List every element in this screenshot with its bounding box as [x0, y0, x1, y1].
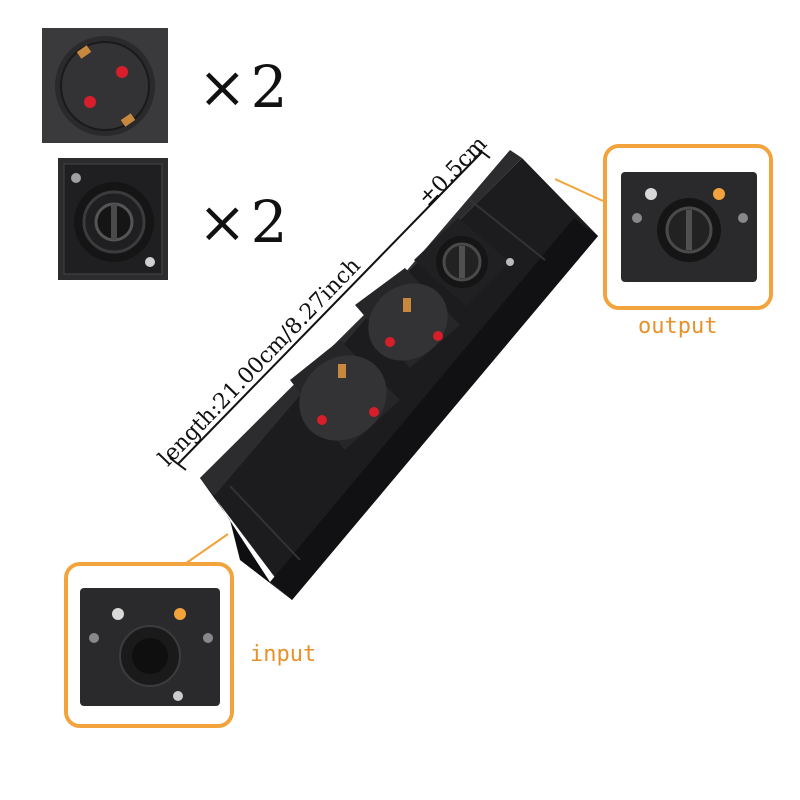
schuko-socket-1	[290, 340, 400, 450]
input-leader-line	[180, 530, 230, 570]
output-callout-box	[603, 144, 773, 310]
output-label: output	[638, 314, 718, 339]
schuko-quantity: ×2	[198, 53, 292, 121]
power-strip-photo	[170, 150, 630, 610]
speakon-connector-on-strip	[414, 218, 514, 306]
input-connector-closeup	[68, 566, 230, 724]
output-leader-line	[555, 175, 605, 205]
schuko-socket-thumbnail	[42, 28, 168, 143]
input-callout-box	[64, 562, 234, 728]
speakon-connector-thumbnail	[58, 158, 168, 280]
input-label: input	[250, 642, 317, 667]
output-connector-closeup	[607, 148, 769, 306]
dimension-line	[150, 140, 510, 480]
schuko-socket-2	[355, 268, 460, 368]
speakon-quantity: ×2	[198, 188, 292, 256]
